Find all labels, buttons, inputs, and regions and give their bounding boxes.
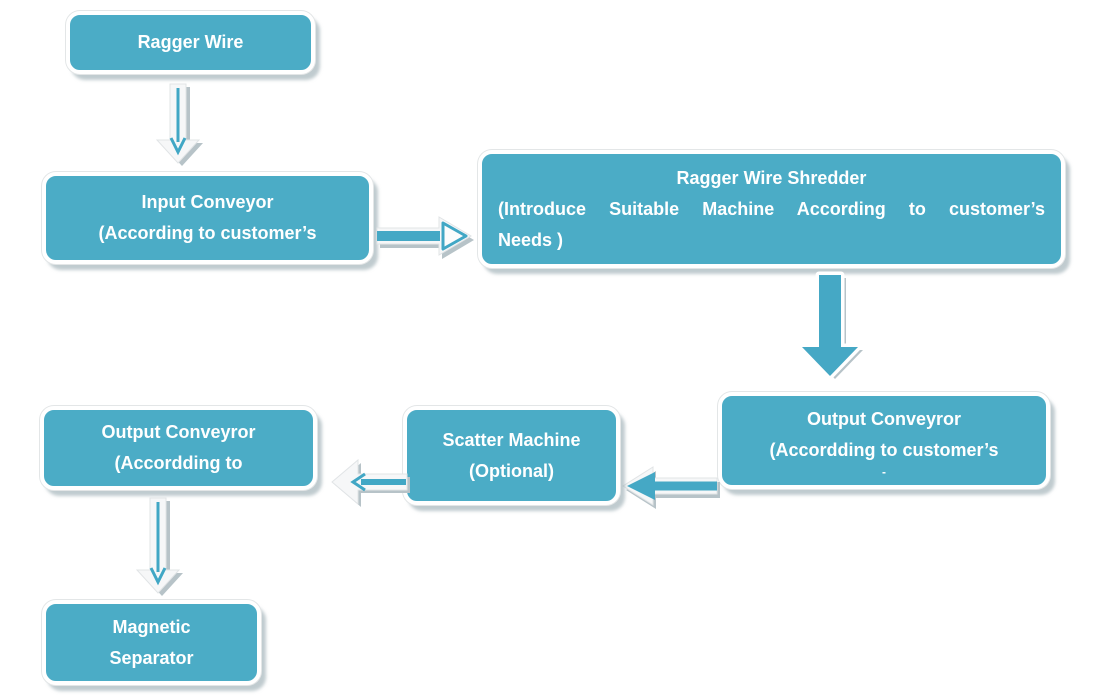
node-label-line: - — [882, 464, 886, 479]
node-label-line: Separator — [109, 647, 194, 668]
arrow-ragger-wire-to-input-conveyor — [155, 83, 203, 166]
node-label-line: Output Conveyror — [806, 408, 961, 429]
node-label-line: Needs ) — [498, 229, 564, 250]
node-label-line: Magnetic — [112, 616, 191, 637]
node-label-line: (Accordding to — [114, 453, 243, 473]
node-label-line: Input Conveyor — [141, 192, 274, 212]
node-output-conveyror-left: Output Conveyror (Accordding to — [40, 406, 317, 490]
node-label-line: Output Conveyror — [101, 422, 256, 442]
node-label-line: (Optional) — [469, 460, 554, 481]
node-label-line: (Introduce Suitable Machine According to… — [498, 198, 1045, 219]
arrow-output-conveyror-left-to-magnetic-separator — [135, 497, 183, 596]
node-label-line: (Accordding to customer’s — [769, 439, 999, 460]
node-ragger-wire-shredder: Ragger Wire Shredder (Introduce Suitable… — [478, 150, 1065, 268]
node-label-line: Ragger Wire Shredder — [676, 167, 867, 188]
node-input-conveyor: Input Conveyor (According to customer’s — [42, 172, 373, 264]
node-label-line: Ragger Wire — [137, 32, 244, 52]
node-output-conveyror-right: Output Conveyror (Accordding to customer… — [718, 392, 1050, 489]
node-magnetic-separator: Magnetic Separator — [42, 600, 261, 685]
node-scatter-machine: Scatter Machine (Optional) — [403, 406, 620, 505]
node-label-line: (According to customer’s — [98, 223, 317, 243]
node-ragger-wire: Ragger Wire — [66, 11, 315, 74]
node-label-line: Scatter Machine — [442, 429, 581, 450]
arrow-scatter-machine-to-output-conveyror-left — [331, 457, 410, 509]
arrow-output-conveyror-right-to-scatter-machine — [621, 464, 720, 509]
arrow-ragger-wire-shredder-to-output-conveyror-right — [798, 271, 863, 380]
arrow-input-conveyor-to-ragger-wire-shredder — [376, 213, 474, 259]
